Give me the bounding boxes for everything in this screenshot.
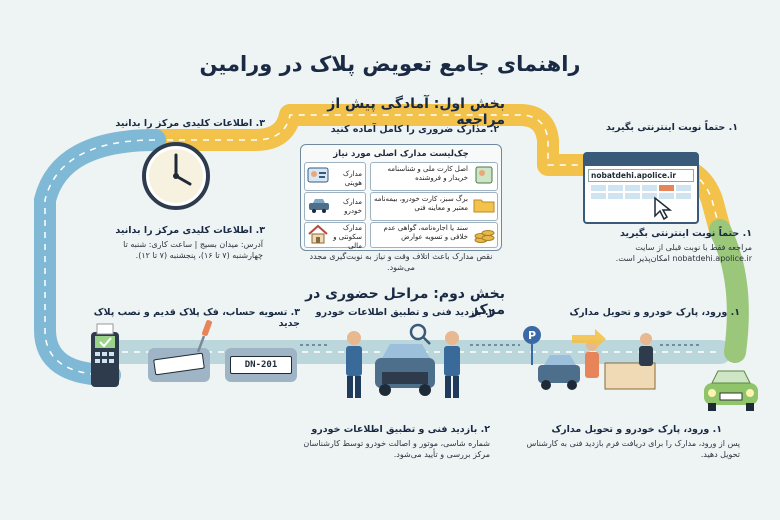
p2-step3-label: ۳. تسویه حساب، فک پلاک قدیم و نصب پلاک ج… [93, 307, 300, 329]
cursor-icon [654, 196, 673, 221]
checklist-item-desc: برگ سبز، کارت خودرو، بیمه‌نامه معتبر و م… [373, 195, 468, 213]
p2-step1-detail-text: پس از ورود، مدارک را برای دریافت فرم باز… [526, 439, 741, 459]
green-car-icon [704, 370, 758, 411]
step3-detail-label: ۳. اطلاعات کلیدی مرکز را بدانید [115, 225, 265, 236]
part2-heading: بخش دوم: مراحل حضوری در مرکز [305, 286, 505, 318]
checklist-item-desc: اصل کارت ملی و شناسنامه خریدار و فروشنده [387, 165, 468, 183]
id-card-icon [307, 167, 329, 183]
checklist-item-name: مدارک هویتی [342, 170, 362, 188]
page-title: راهنمای جامع تعویض پلاک در ورامین [199, 52, 581, 76]
checklist-title: چک‌لیست مدارک اصلی مورد نیاز [333, 149, 469, 159]
inspection-illustration [346, 323, 460, 398]
svg-text:P: P [528, 329, 536, 342]
step3-detail-text: آدرس: میدان بسیج | ساعت کاری: شنبه تا چه… [123, 240, 263, 260]
p2-step2-label: ۲. بازدید فنی و تطبیق اطلاعات خودرو [315, 307, 495, 318]
step3-label: ۳. اطلاعات کلیدی مرکز را بدانید [115, 118, 265, 129]
car-icon [309, 199, 329, 213]
step2-label: ۲. مدارک ضروری را کامل آماده کنید [330, 124, 500, 135]
parking-illustration: P [523, 326, 656, 390]
clock-icon [142, 142, 210, 210]
checklist-item-name: مدارک خودرو [342, 198, 362, 216]
payment-terminal-icon [91, 323, 119, 387]
left-road-dash [44, 139, 156, 376]
p2-step1-label: ۱. ورود، پارک خودرو و تحویل مدارک [569, 307, 740, 318]
part1-heading: بخش اول: آمادگی پیش از مراجعه [327, 96, 505, 128]
step1-detail-label: ۱. حتماً نوبت اینترنتی بگیرید [620, 228, 752, 239]
checklist-item-name: مدارک سکونتی و مالی [333, 224, 362, 251]
step1-detail-text: مراجعه فقط با نوبت قبلی از سایت nobatdeh… [615, 243, 752, 263]
coins-icon [474, 230, 495, 243]
website-url: nobatdehi.apolice.ir [588, 169, 694, 182]
checklist-note: نقص مدارک باعث اتلاف وقت و نیاز به نوبت‌… [309, 252, 493, 272]
new-plate-illustration: DN-201 [225, 348, 297, 382]
screwdriver-icon [196, 320, 212, 353]
checklist-item-desc: سند یا اجاره‌نامه، گواهی عدم خلافی و تسو… [383, 224, 468, 242]
p2-step2-detail-label: ۲. بازدید فنی و تطبیق اطلاعات خودرو [311, 424, 490, 435]
house-icon [308, 224, 328, 244]
p2-step2-detail-text: شماره شاسی، موتور و اصالت خودرو توسط کار… [303, 439, 490, 459]
step1-label: ۱. حتماً نوبت اینترنتی بگیرید [606, 122, 738, 133]
p2-step1-detail-label: ۱. ورود، پارک خودرو و تحویل مدارک [551, 424, 722, 435]
plate-text: DN-201 [230, 356, 292, 374]
folder-icon [473, 199, 495, 213]
green-road [709, 219, 749, 363]
website-window: nobatdehi.apolice.ir [583, 152, 699, 224]
plate-removal-illustration [148, 348, 210, 382]
documents-icon [475, 166, 493, 184]
